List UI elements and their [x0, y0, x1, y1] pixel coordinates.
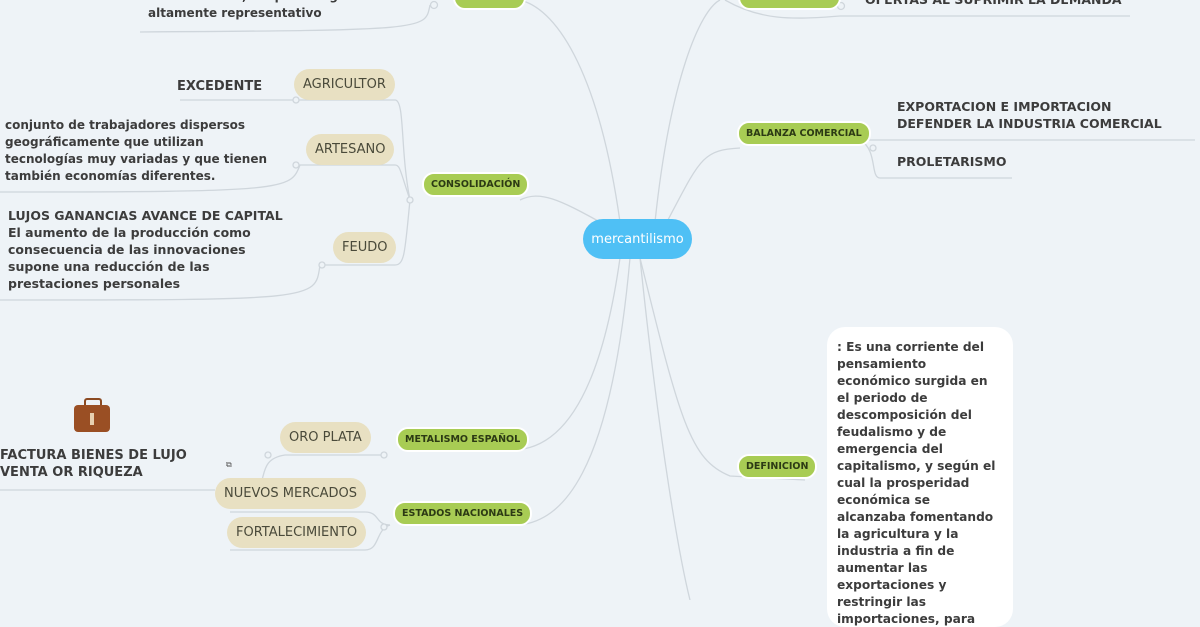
- feudo-text: LUJOS GANANCIAS AVANCE DE CAPITAL El aum…: [8, 208, 283, 291]
- briefcase-icon: [74, 398, 110, 432]
- topic-balanza[interactable]: BALANZA COMERCIAL: [737, 121, 871, 146]
- node-excedente: EXCEDENTE: [177, 79, 263, 94]
- top-right-text: OFERTAS AL SUPRIMIR LA DEMANDA: [865, 0, 1122, 8]
- node-fortalecimiento[interactable]: FORTALECIMIENTO: [227, 517, 367, 548]
- topic-definicion[interactable]: DEFINICION: [737, 454, 818, 479]
- top-left-text: transacciones, ocupa un lugar altamente …: [148, 0, 352, 20]
- artesano-text: conjunto de trabajadores dispersos geogr…: [5, 118, 268, 183]
- top-right-topic[interactable]: [738, 0, 841, 10]
- node-artesano[interactable]: ARTESANO: [306, 134, 395, 165]
- note-icon[interactable]: ⧉: [226, 460, 232, 469]
- balanza-item-1: EXPORTACION E IMPORTACION DEFENDER LA IN…: [897, 99, 1162, 131]
- topic-metalismo[interactable]: METALISMO ESPAÑOL: [396, 427, 530, 452]
- top-left-topic[interactable]: [453, 0, 526, 10]
- node-nuevos-mercados[interactable]: NUEVOS MERCADOS: [215, 478, 367, 509]
- node-agricultor[interactable]: AGRICULTOR: [294, 69, 395, 100]
- definicion-text: : Es una corriente del pensamiento econó…: [827, 327, 1013, 627]
- node-feudo[interactable]: FEUDO: [333, 232, 397, 263]
- topic-consolidacion[interactable]: CONSOLIDACIÓN: [422, 172, 530, 197]
- topic-estados[interactable]: ESTADOS NACIONALES: [393, 501, 533, 526]
- root-node[interactable]: mercantilismo: [583, 219, 692, 259]
- manufactura-text: FACTURA BIENES DE LUJO VENTA OR RIQUEZA: [0, 448, 187, 480]
- node-oro-plata[interactable]: ORO PLATA: [280, 422, 371, 453]
- balanza-item-2: PROLETARISMO: [897, 154, 1007, 169]
